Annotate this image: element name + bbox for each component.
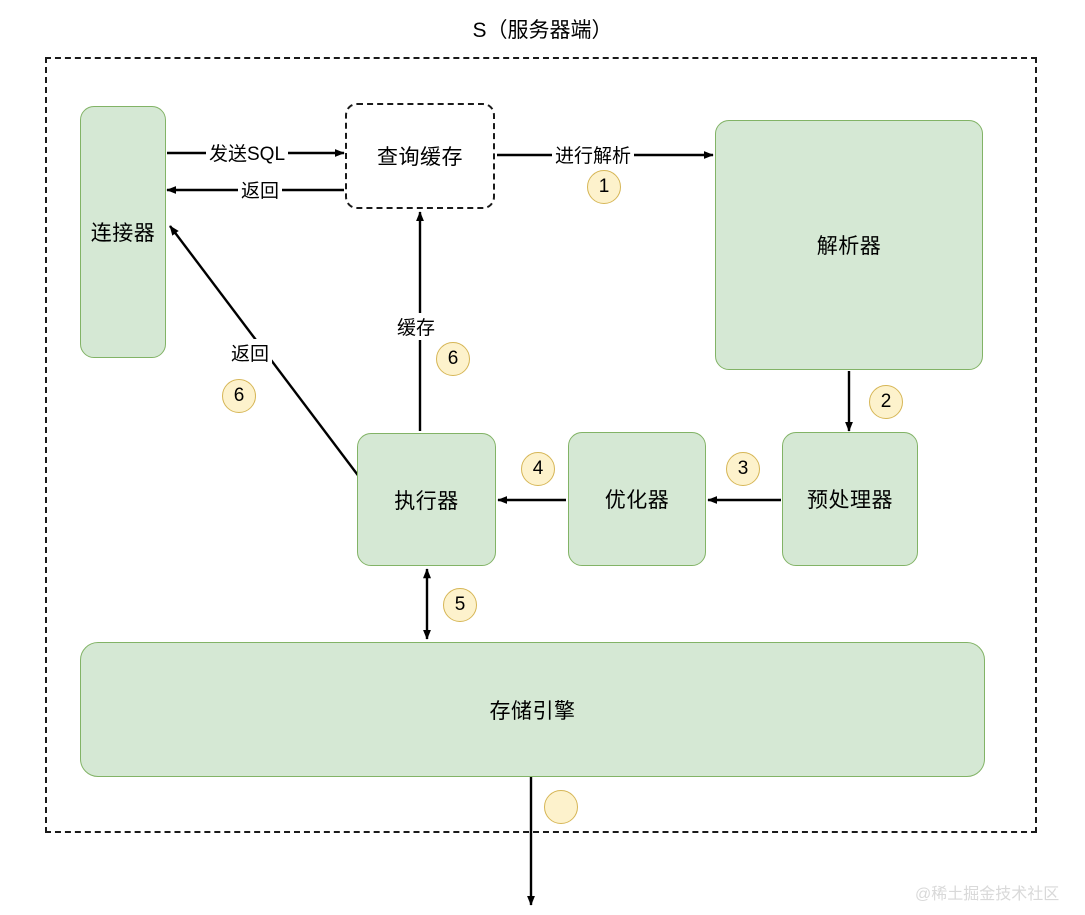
server-boundary-container bbox=[45, 57, 1037, 833]
edge-label-parse: 进行解析 bbox=[552, 141, 635, 168]
node-optimizer[interactable]: 优化器 bbox=[568, 432, 706, 566]
node-connector-label: 连接器 bbox=[90, 222, 156, 245]
node-query-cache-label: 查询缓存 bbox=[377, 146, 463, 169]
step-badge-5: 5 bbox=[443, 588, 477, 622]
node-executor[interactable]: 执行器 bbox=[357, 433, 496, 566]
edge-label-send-sql: 发送SQL bbox=[206, 139, 289, 166]
node-executor-label: 执行器 bbox=[394, 489, 459, 513]
node-query-cache[interactable]: 查询缓存 bbox=[345, 103, 495, 209]
node-parser[interactable]: 解析器 bbox=[715, 120, 983, 370]
step-badge-1: 1 bbox=[587, 170, 621, 204]
node-connector[interactable]: 连接器 bbox=[80, 106, 166, 358]
edge-label-cache-return: 返回 bbox=[238, 176, 283, 203]
node-storage-engine-label: 存储引擎 bbox=[489, 699, 576, 723]
edge-label-cache-result: 缓存 bbox=[394, 313, 439, 340]
node-storage-engine[interactable]: 存储引擎 bbox=[80, 642, 985, 777]
step-badge-bottom bbox=[544, 790, 578, 824]
diagram-title: S（服务器端） bbox=[472, 19, 613, 42]
step-badge-6-cache: 6 bbox=[436, 342, 470, 376]
node-preprocessor[interactable]: 预处理器 bbox=[782, 432, 918, 566]
node-parser-label: 解析器 bbox=[816, 235, 882, 258]
step-badge-4: 4 bbox=[521, 452, 555, 486]
watermark: @稀土掘金技术社区 bbox=[915, 886, 1060, 903]
node-optimizer-label: 优化器 bbox=[604, 489, 670, 512]
step-badge-6-return: 6 bbox=[222, 379, 256, 413]
step-badge-2: 2 bbox=[869, 385, 903, 419]
node-preprocessor-label: 预处理器 bbox=[807, 489, 893, 512]
step-badge-3: 3 bbox=[726, 452, 760, 486]
edge-label-exec-return: 返回 bbox=[228, 339, 273, 366]
